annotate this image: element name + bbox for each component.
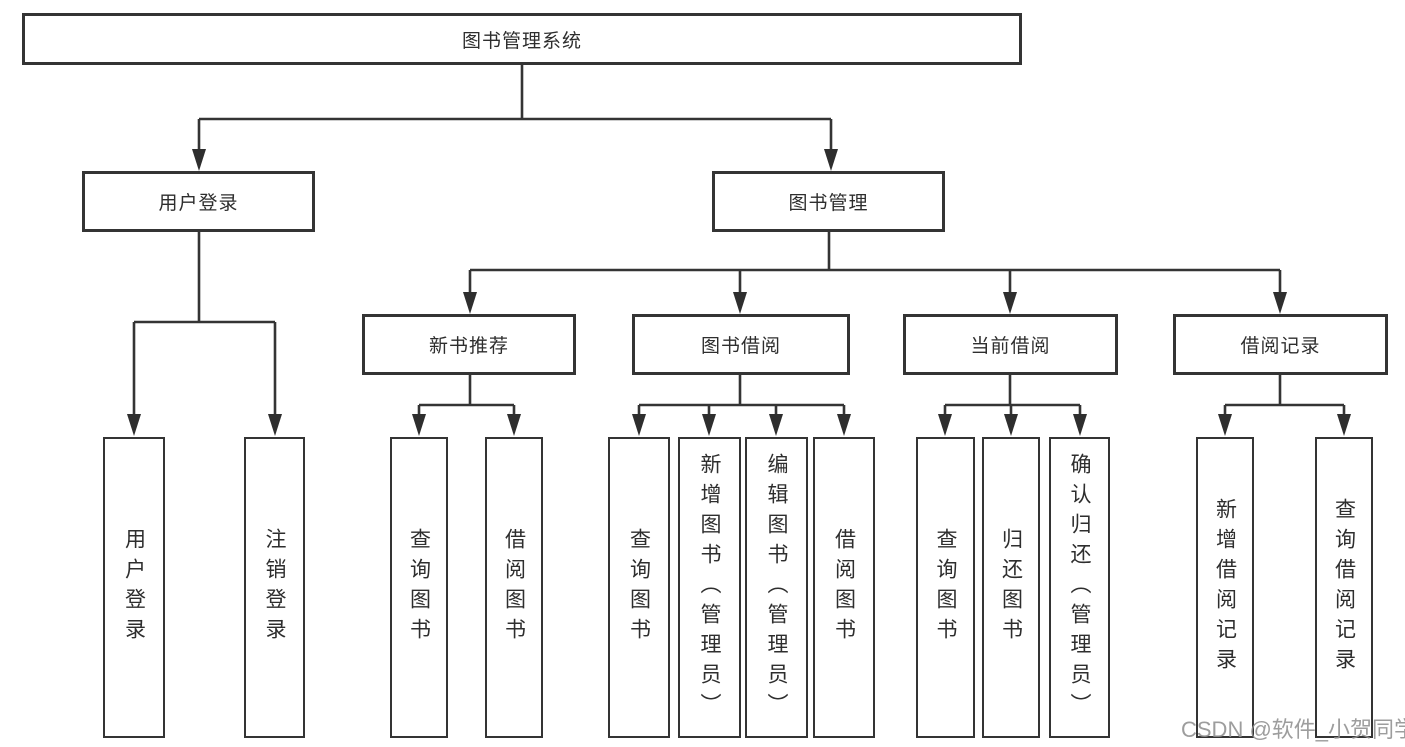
leaf-label: 借阅图书 bbox=[832, 527, 856, 648]
node-user-login: 用户登录 bbox=[82, 171, 315, 232]
leaf-confirm-return-admin: 确认归还（管理员） bbox=[1049, 437, 1110, 738]
leaf-add-books-admin: 新增图书（管理员） bbox=[678, 437, 741, 738]
leaf-label: 新增图书（管理员） bbox=[698, 452, 721, 723]
node-label: 新书推荐 bbox=[428, 336, 509, 357]
leaf-label: 查询图书 bbox=[627, 527, 651, 648]
leaf-query-books-borrowing: 查询图书 bbox=[608, 437, 670, 738]
leaf-label: 借阅图书 bbox=[502, 527, 526, 648]
node-label: 当前借阅 bbox=[970, 336, 1051, 357]
node-book-borrowing: 图书借阅 bbox=[632, 314, 850, 375]
leaf-label: 确认归还（管理员） bbox=[1068, 452, 1091, 723]
leaf-borrow-books: 借阅图书 bbox=[813, 437, 875, 738]
node-label: 用户登录 bbox=[158, 193, 239, 214]
node-label: 图书借阅 bbox=[700, 336, 781, 357]
leaf-label: 查询借阅记录 bbox=[1332, 497, 1356, 678]
leaf-query-books-current: 查询图书 bbox=[916, 437, 975, 738]
leaf-user-login: 用户登录 bbox=[103, 437, 165, 738]
node-current-borrowing: 当前借阅 bbox=[903, 314, 1118, 375]
leaf-label: 用户登录 bbox=[122, 527, 146, 648]
leaf-label: 注销登录 bbox=[263, 527, 286, 648]
leaf-add-borrow-record: 新增借阅记录 bbox=[1196, 437, 1254, 738]
leaf-label: 归还图书 bbox=[999, 527, 1023, 648]
node-label: 借阅记录 bbox=[1240, 336, 1321, 357]
node-label: 图书管理系统 bbox=[461, 30, 582, 52]
node-borrowing-records: 借阅记录 bbox=[1173, 314, 1388, 375]
leaf-query-borrow-record: 查询借阅记录 bbox=[1315, 437, 1373, 738]
node-book-management: 图书管理 bbox=[712, 171, 945, 232]
leaf-query-books-recommend: 查询图书 bbox=[390, 437, 448, 738]
leaf-return-books: 归还图书 bbox=[982, 437, 1040, 738]
leaf-label: 新增借阅记录 bbox=[1213, 497, 1237, 678]
leaf-borrow-books-recommend: 借阅图书 bbox=[485, 437, 543, 738]
leaf-label: 编辑图书（管理员） bbox=[765, 452, 788, 723]
arrowheads bbox=[127, 149, 1351, 436]
node-library-management-system: 图书管理系统 bbox=[22, 13, 1022, 65]
node-new-book-recommendation: 新书推荐 bbox=[362, 314, 576, 375]
node-label: 图书管理 bbox=[788, 193, 869, 214]
leaf-logout: 注销登录 bbox=[244, 437, 305, 738]
leaf-edit-books-admin: 编辑图书（管理员） bbox=[745, 437, 808, 738]
leaf-label: 查询图书 bbox=[407, 527, 431, 648]
csdn-watermark: CSDN @软件_小贺同学 bbox=[1181, 717, 1405, 742]
leaf-label: 查询图书 bbox=[934, 527, 957, 648]
